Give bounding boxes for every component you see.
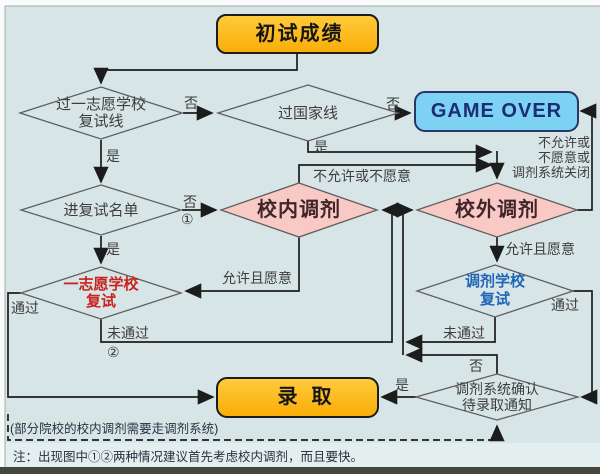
box-start (216, 14, 379, 54)
label-yes-list: 是 (106, 241, 120, 257)
label-allowed-internal: 允许且愿意 (222, 270, 292, 286)
label-allowed-external: 允许且愿意 (505, 241, 575, 257)
edge-national-yes-external (307, 141, 493, 160)
edge-retest-fail-internal (100, 202, 399, 343)
diamond-national-line (215, 84, 401, 142)
label-yes-national: 是 (314, 139, 328, 155)
edge-dashed-system-path (7, 414, 505, 442)
left-margin (0, 0, 5, 467)
edge-confirm-no-return (405, 347, 498, 374)
label-no-list: 否 (183, 194, 197, 210)
box-game-over (414, 91, 579, 132)
edge-external-reject-gameover (577, 103, 597, 211)
box-admitted (216, 377, 379, 418)
diamond-external-adjust (414, 182, 580, 238)
label-no-firstline: 否 (184, 95, 198, 111)
frame-line (4, 5, 600, 467)
diamond-first-choice-line (17, 86, 185, 140)
top-margin (0, 0, 600, 6)
label-circle-two: ② (107, 344, 120, 360)
label-circle-one: ① (181, 211, 194, 227)
dashed-path-note: (部分院校的校内调剂需要走调剂系统) (10, 422, 219, 436)
label-pass-adjust: 通过 (551, 297, 579, 313)
edge-return-to-external (396, 202, 414, 355)
diamond-internal-adjust (219, 182, 379, 238)
bottom-note: 注：出现图中①②两种情况建议首先考虑校内调剂，而且要快。 (13, 450, 364, 464)
label-not-allowed: 不允许或不愿意 (313, 168, 411, 184)
label-external-reject: 不允许或 不愿意或 调剂系统关闭 (511, 135, 590, 180)
label-yes-confirm: 是 (395, 377, 409, 393)
diamond-system-confirm (413, 373, 581, 421)
label-fail-first: 未通过 (107, 325, 149, 341)
edge-internal-reject-external (298, 157, 493, 183)
label-yes-firstline: 是 (106, 148, 120, 164)
edge-start-to-firstline (93, 53, 298, 85)
diamond-adjust-school-retest (414, 264, 576, 318)
bottom-band (0, 467, 600, 474)
footer-strip (5, 443, 600, 467)
edge-adjustretest-fail-return (405, 317, 496, 350)
edge-retest-pass-admitted (7, 292, 215, 405)
diamond-retest-list (18, 184, 184, 236)
edge-internal-allow-retest (184, 237, 300, 299)
label-no-national: 否 (386, 96, 400, 112)
label-no-confirm: 否 (469, 358, 483, 374)
label-pass-first: 通过 (11, 300, 39, 316)
label-fail-adjust: 未通过 (443, 325, 485, 341)
diamond-first-choice-retest (18, 266, 184, 320)
edge-adjustretest-pass-confirm (573, 290, 598, 405)
